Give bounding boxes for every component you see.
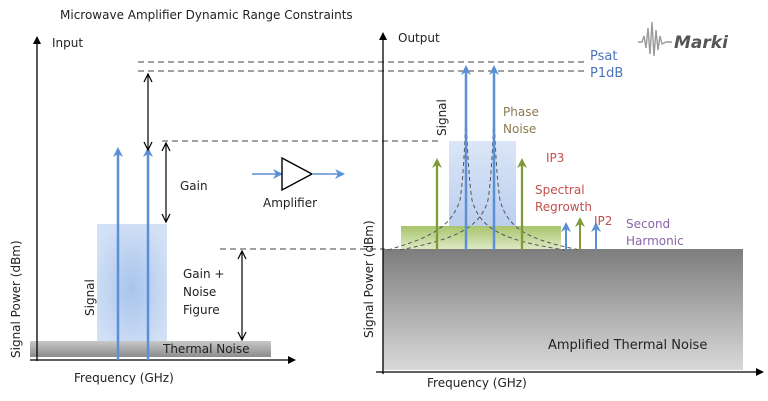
gain-dimension-arrow bbox=[161, 141, 171, 224]
brand-name: Marki bbox=[674, 33, 729, 53]
gain-noise-figure-label: Gain + Noise Figure bbox=[183, 267, 228, 317]
marki-logo: Marki bbox=[638, 21, 729, 57]
output-signal-glow bbox=[449, 141, 516, 233]
second-harmonic-line-2: Harmonic bbox=[626, 234, 684, 248]
spectral-regrowth-label: Spectral Regrowth bbox=[535, 183, 592, 214]
headroom-dimension-arrow bbox=[143, 72, 153, 152]
input-thermal-noise-bar bbox=[30, 341, 271, 357]
spectral-regrowth-line-1: Spectral bbox=[535, 183, 585, 197]
ip3-label: IP3 bbox=[546, 151, 564, 165]
phase-noise-line-2: Noise bbox=[503, 122, 536, 136]
second-harmonic-line-1: Second bbox=[626, 217, 670, 231]
output-y-axis-label: Signal Power (dBm) bbox=[362, 220, 376, 338]
gain-noise-line-1: Gain + bbox=[183, 267, 224, 281]
spectral-regrowth-line-2: Regrowth bbox=[535, 200, 592, 214]
amplifier-label: Amplifier bbox=[263, 196, 317, 210]
gain-label: Gain bbox=[180, 179, 208, 193]
phase-noise-line-1: Phase bbox=[503, 105, 539, 119]
psat-label: Psat bbox=[590, 49, 617, 64]
diagram-title: Microwave Amplifier Dynamic Range Constr… bbox=[60, 8, 353, 22]
waveform-icon bbox=[638, 21, 672, 57]
gain-noise-figure-dimension-arrow bbox=[237, 249, 247, 342]
gain-noise-line-2: Noise bbox=[183, 285, 216, 299]
p1db-label: P1dB bbox=[590, 66, 623, 81]
gain-noise-line-3: Figure bbox=[183, 303, 220, 317]
phase-noise-skirt-left bbox=[387, 97, 566, 251]
input-signal-glow bbox=[97, 224, 167, 342]
input-signal-label: Signal bbox=[83, 279, 97, 316]
amplified-thermal-noise-block bbox=[383, 249, 743, 370]
output-x-axis-label: Frequency (GHz) bbox=[427, 376, 527, 390]
second-harmonic-label: Second Harmonic bbox=[626, 217, 684, 248]
input-panel-label: Input bbox=[52, 36, 83, 50]
phase-noise-skirt-right bbox=[399, 97, 581, 251]
input-thermal-noise-label: Thermal Noise bbox=[162, 342, 250, 356]
phase-noise-label: Phase Noise bbox=[503, 105, 543, 136]
output-panel-label: Output bbox=[398, 31, 440, 45]
amplifier-symbol bbox=[252, 156, 345, 192]
output-signal-label: Signal bbox=[435, 99, 449, 136]
input-y-axis-label: Signal Power (dBm) bbox=[9, 240, 23, 358]
amplifier-triangle-icon bbox=[281, 156, 314, 192]
input-x-axis-label: Frequency (GHz) bbox=[74, 371, 174, 385]
amplified-thermal-noise-label: Amplified Thermal Noise bbox=[548, 338, 707, 353]
ip2-label: IP2 bbox=[594, 214, 612, 228]
